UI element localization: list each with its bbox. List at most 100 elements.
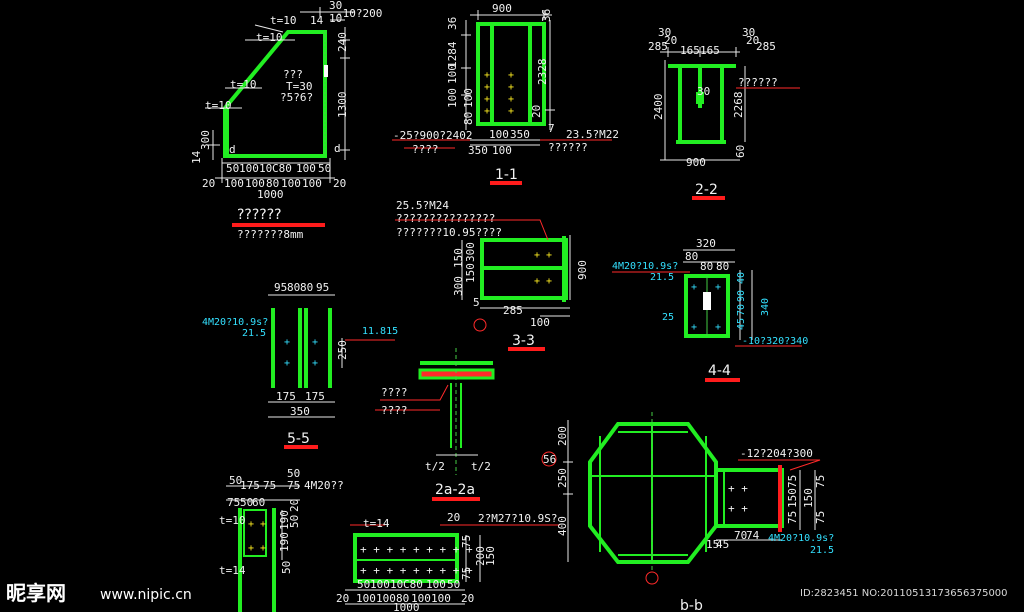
svg-text:+ + + + + + + + +: + + + + + + + + + <box>360 543 473 556</box>
gb2-20: 20 <box>202 177 215 190</box>
svg-text:+: + <box>484 106 490 117</box>
s6-bolts: + + + + <box>248 519 266 554</box>
s2-left: 2400 <box>652 94 665 121</box>
s3-l150b: 150 <box>464 263 477 283</box>
s1-right: 2328 <box>536 59 549 86</box>
s7-dims <box>345 535 481 605</box>
svg-text:+: + <box>284 337 290 348</box>
watermark-id: ID:2823451 NO:20110513173656375000 <box>800 588 1008 599</box>
s6-t50b: 50 <box>287 467 300 480</box>
gusset-leaders <box>205 19 345 109</box>
svg-text:+: + <box>484 94 490 105</box>
s2-t20a: 20 <box>664 34 677 47</box>
svg-text:+ +: + + <box>248 543 266 554</box>
section-5-5: ++ ++ 95 80 80 95 4M20?10.9s? 21.5 250 1… <box>202 281 398 449</box>
s1-l1284: 1284 <box>446 41 459 68</box>
s1-l36: 36 <box>446 17 459 30</box>
s3-right: 900 <box>576 260 589 280</box>
gusset-plate-view: t=10 14 t=10 t=10 t=10 -10?200 ??? T=30 … <box>190 0 382 241</box>
s1-b100: 100 <box>489 128 509 141</box>
s1-outer-plate <box>476 22 546 126</box>
svg-text:+ +: + + <box>534 250 552 261</box>
gb-50: 50 <box>226 162 239 175</box>
sb-l250: 250 <box>556 468 569 488</box>
s7b-100b: 100 <box>426 578 446 591</box>
section-1-1: ++ ++ ++ ++ 900 36 1284 100 100 100 80 3… <box>392 2 619 185</box>
gb-10: 10 <box>259 162 272 175</box>
s1-left-dim <box>461 20 471 130</box>
sb-bolt-note2: 21.5 <box>810 545 834 556</box>
s3-leader <box>395 219 549 241</box>
s7b-C80: C80 <box>403 578 423 591</box>
s6-r50b: 50 <box>280 561 293 574</box>
s4-r70: 70 <box>736 304 747 316</box>
svg-text:+: + <box>691 322 697 333</box>
svg-text:+: + <box>284 358 290 369</box>
s3-note3: ???????10.95???? <box>396 226 502 239</box>
sb-r2-75a: 75 <box>814 475 827 488</box>
s7-note: 2?M27?10.9S? <box>478 512 557 525</box>
s5-t95b: 95 <box>316 281 329 294</box>
sb-r75a: 75 <box>786 475 799 488</box>
s2-t285a: 285 <box>648 40 668 53</box>
s2-note: ?????? <box>738 76 778 89</box>
s4-top: 320 <box>696 237 716 250</box>
s5-title: 5-5 <box>287 431 310 447</box>
s1-bolt-note2: ?????? <box>548 141 588 154</box>
s2-title: 2-2 <box>695 182 718 198</box>
s2-t285b: 285 <box>756 40 776 53</box>
gb-C80: C80 <box>272 162 292 175</box>
section-4-4: ++ ++ 320 80 80 80 4M20?10.9s? 21.5 40 9… <box>612 237 808 382</box>
s5-dim-r: 250 <box>336 340 349 360</box>
s2-b60: 60 <box>734 145 747 158</box>
s7b-50: 50 <box>357 578 370 591</box>
s3-circle <box>473 318 487 332</box>
sb-circle <box>645 571 659 585</box>
s2-mid: 30 <box>697 85 710 98</box>
s6-t175: 175 <box>240 479 260 492</box>
s6-plate <box>243 509 267 557</box>
s4-r40: 40 <box>736 272 747 284</box>
s1-l100b: 100 <box>446 88 459 108</box>
svg-text:+: + <box>715 282 721 293</box>
sb-octagon <box>588 422 718 564</box>
s2a-note1: ???? <box>381 386 408 399</box>
gusset-dim-14: 14 <box>190 150 203 164</box>
s1-bottom-dim <box>455 139 555 146</box>
sb-b15: 15 <box>706 538 719 551</box>
s7b2-100c: 100 <box>411 592 431 605</box>
s5-total: 350 <box>290 405 310 418</box>
s3-l300a: 300 <box>452 276 465 296</box>
s2-dims <box>660 60 746 161</box>
s3-b5: 5 <box>473 296 480 309</box>
s7b-50b: 50 <box>447 578 460 591</box>
s1-b7: 7 <box>548 122 555 135</box>
s4-dims <box>683 249 753 340</box>
svg-text:+: + <box>312 337 318 348</box>
svg-text:+: + <box>312 358 318 369</box>
s6-t2: t=14 <box>219 564 246 577</box>
gb-100b: 100 <box>296 162 316 175</box>
s1-right-dim <box>545 20 555 130</box>
s7-bottom-row1: 50 100 10 C80 100 50 <box>357 578 460 591</box>
gusset-dim-30: 30 <box>329 0 342 12</box>
gb2-100: 100 <box>224 177 244 190</box>
s3-note2: ??????????????? <box>396 212 495 225</box>
svg-text:+: + <box>508 70 514 81</box>
s1-b350: 350 <box>510 128 530 141</box>
section-6: + + + + 50 175 75 50 75 4M20?? 75 50 60 … <box>219 467 344 612</box>
s6-r50: 50 <box>288 515 301 528</box>
s7b2-20b: 20 <box>461 592 474 605</box>
gusset-label-plate: -10?200 <box>336 7 382 20</box>
section-2-2: 30 20 30 20 285 165 165 285 2400 30 2268… <box>648 26 800 200</box>
s2-stiffener <box>696 92 704 104</box>
svg-text:+ +: + + <box>248 519 266 530</box>
s2-right: 2268 <box>732 92 745 119</box>
s4-l25: 25 <box>662 312 674 323</box>
gusset-dim-240: 240 <box>336 32 349 52</box>
s6-r190b: 190 <box>278 532 291 552</box>
s7b2-100d: 100 <box>431 592 451 605</box>
s7-r200: 200 <box>474 546 487 566</box>
svg-text:+ +: + + <box>728 482 748 495</box>
